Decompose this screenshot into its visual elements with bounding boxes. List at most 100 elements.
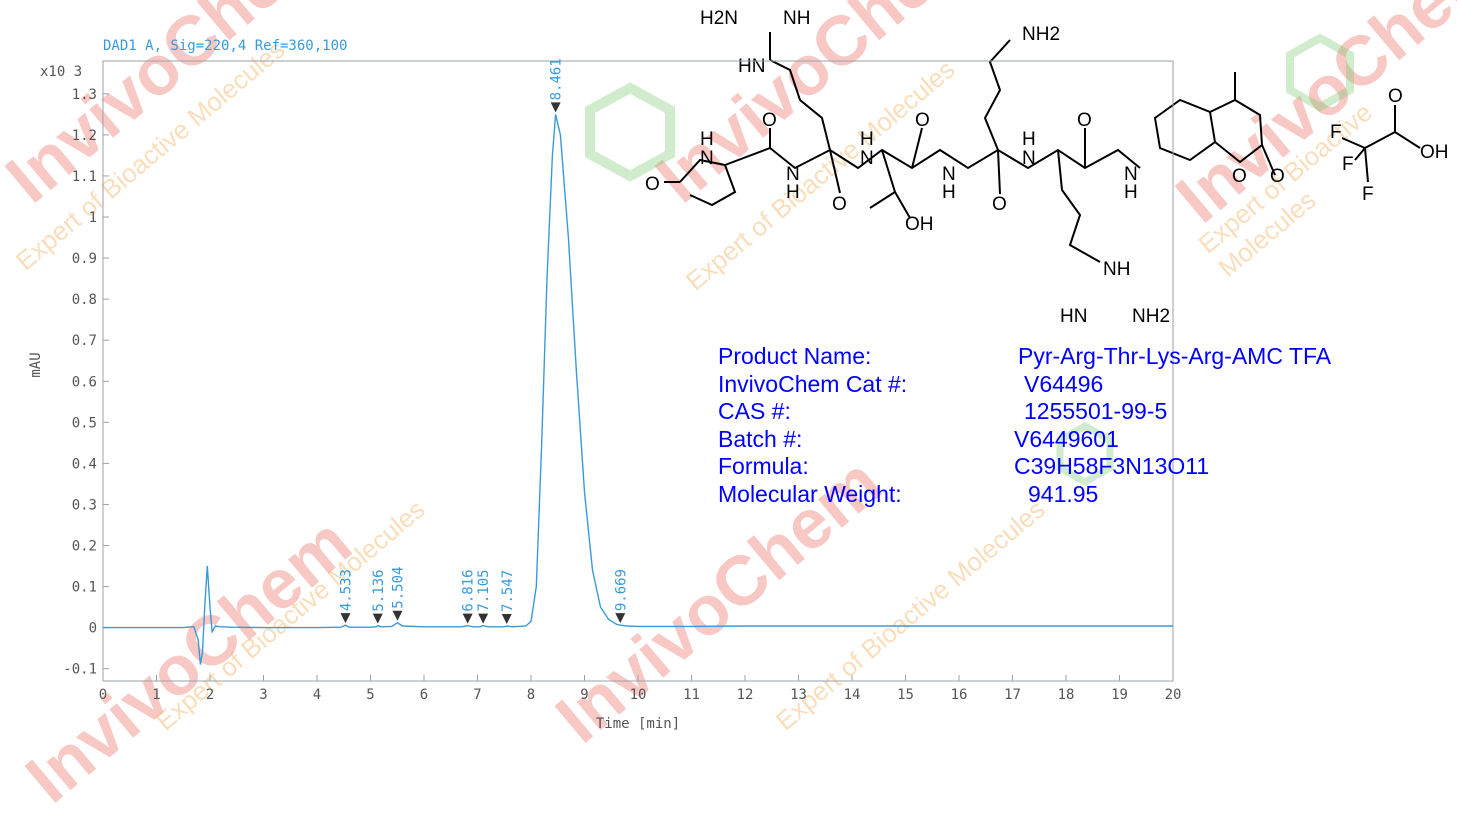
atom-label: O: [1388, 86, 1403, 107]
x-tick-label: 3: [259, 687, 267, 703]
peak-label: 7.105: [476, 569, 492, 611]
atom-label: N: [860, 148, 874, 169]
peak-marker: [615, 613, 626, 624]
x-tick-label: 17: [1004, 687, 1021, 703]
x-tick-label: 13: [790, 687, 807, 703]
atom-label: H: [700, 129, 714, 150]
atom-label: O: [1232, 166, 1247, 187]
chart-title: DAD1 A, Sig=220,4 Ref=360,100: [103, 38, 347, 54]
x-tick-label: 2: [206, 687, 214, 703]
atom-label: H2N: [700, 8, 738, 29]
atom-label: N: [700, 148, 714, 169]
x-tick-label: 4: [313, 687, 321, 703]
watermark-logo-hexagons: [585, 33, 1354, 487]
peak-label: 6.816: [461, 569, 477, 611]
atom-label: H: [1124, 182, 1138, 203]
y-tick-label: 0.5: [72, 415, 97, 431]
peak-marker: [372, 613, 383, 624]
atom-label: HN: [738, 56, 765, 77]
atom-label: O: [1270, 166, 1285, 187]
atom-label: N: [942, 164, 956, 185]
y-tick-label: -0.1: [63, 662, 97, 678]
atom-label: O: [832, 194, 847, 215]
x-axis-label: Time [min]: [596, 716, 680, 732]
peak-label: 5.504: [390, 567, 406, 609]
y-tick-label: 0.3: [72, 497, 97, 513]
info-value: C39H58F3N13O11: [1014, 453, 1210, 480]
peak-marker: [478, 613, 489, 624]
atom-label: OH: [1420, 142, 1449, 163]
structure-atom-labels: H2N NH HN NH2 H N O O N H H N O OH O N H…: [645, 8, 1449, 327]
atom-label: F: [1342, 154, 1354, 175]
atom-label: HN: [1060, 306, 1087, 327]
info-value: V64496: [1024, 370, 1104, 397]
x-tick-label: 15: [897, 687, 914, 703]
atom-label: H: [786, 182, 800, 203]
atom-label: NH2: [1022, 24, 1060, 45]
molecular-structure: [664, 32, 1421, 263]
x-tick-label: 10: [630, 687, 647, 703]
x-tick-label: 7: [473, 687, 481, 703]
info-value: 1255501-99-5: [1024, 398, 1168, 425]
x-tick-label: 1: [152, 687, 160, 703]
info-label: CAS #:: [718, 398, 791, 425]
info-label: InvivoChem Cat #:: [718, 370, 908, 397]
info-value: Pyr-Arg-Thr-Lys-Arg-AMC TFA: [1018, 343, 1332, 369]
y-tick-label: 0.6: [72, 374, 97, 390]
peak-marker: [501, 613, 512, 624]
x-tick-label: 14: [844, 687, 861, 703]
y-tick-label: 1.1: [72, 169, 97, 185]
x-tick-label: 5: [366, 687, 374, 703]
x-tick-label: 18: [1058, 687, 1075, 703]
x-tick-label: 6: [420, 687, 428, 703]
y-tick-label: 1.2: [72, 128, 97, 144]
x-tick-label: 11: [683, 687, 700, 703]
info-label: Product Name:: [718, 343, 872, 369]
atom-label: NH2: [1132, 306, 1170, 327]
atom-label: O: [645, 174, 660, 195]
axis-ticks: [102, 93, 1174, 681]
info-label: Batch #:: [718, 425, 803, 452]
atom-label: O: [1077, 110, 1092, 131]
x-tick-label: 19: [1111, 687, 1128, 703]
atom-label: H: [942, 182, 956, 203]
peak-marker: [392, 610, 403, 621]
x-tick-label: 16: [951, 687, 968, 703]
atom-label: O: [992, 194, 1007, 215]
y-multiplier: x10 3: [40, 64, 82, 80]
x-tick-label: 12: [737, 687, 754, 703]
info-value: V6449601: [1014, 425, 1119, 452]
y-tick-label: 0.9: [72, 251, 97, 267]
peak-label: 9.669: [613, 569, 629, 611]
info-label: Formula:: [718, 453, 809, 480]
atom-label: N: [786, 164, 800, 185]
y-tick-label: 1: [89, 210, 97, 226]
atom-label: NH: [783, 8, 810, 29]
peak-marker: [550, 102, 561, 113]
peak-marker: [462, 613, 473, 624]
y-tick-label: 0: [89, 621, 97, 637]
plot-frame: [102, 60, 1174, 682]
y-tick-label: 0.4: [72, 456, 97, 472]
atom-label: OH: [905, 214, 934, 235]
x-tick-label: 9: [580, 687, 588, 703]
chromatogram-trace: [103, 114, 1173, 665]
atom-label: N: [1124, 164, 1138, 185]
y-tick-label: 1.3: [72, 87, 97, 103]
x-tick-label: 8: [527, 687, 535, 703]
peak-label: 4.533: [339, 569, 355, 611]
atom-label: F: [1330, 122, 1342, 143]
atom-label: H: [860, 129, 874, 150]
peak-label: 8.461: [549, 58, 565, 100]
y-tick-label: 0.1: [72, 580, 97, 596]
y-tick-label: 0.2: [72, 539, 97, 555]
peak-label: 5.136: [371, 569, 387, 611]
peak-marker: [340, 613, 351, 624]
chromatogram-chart: H2N NH HN NH2 H N O O N H H N O OH O N H…: [28, 8, 1449, 732]
y-tick-label: 0.8: [72, 292, 97, 308]
y-tick-label: 0.7: [72, 333, 97, 349]
atom-label: O: [915, 110, 930, 131]
peak-label: 7.547: [500, 570, 516, 612]
